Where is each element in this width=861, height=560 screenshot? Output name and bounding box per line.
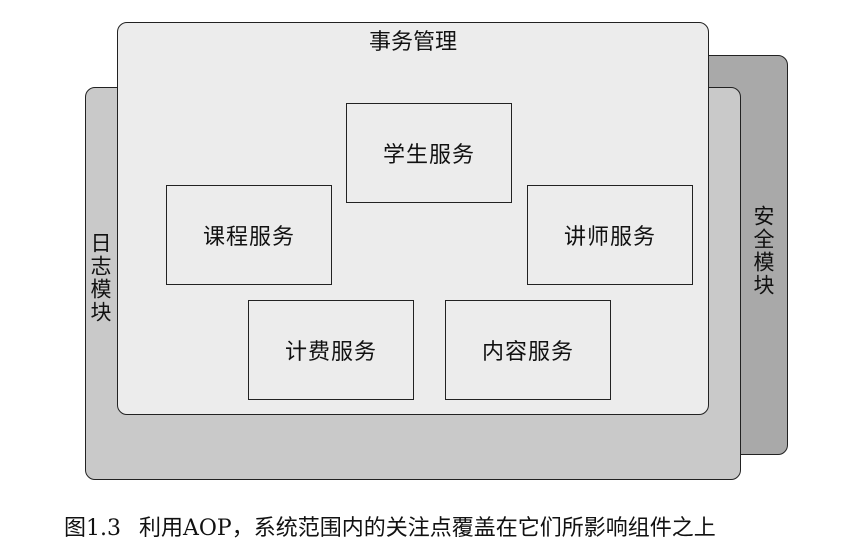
billing-service-box: 计费服务 xyxy=(248,300,414,400)
content-service-label: 内容服务 xyxy=(481,340,574,365)
course-service-label: 课程服务 xyxy=(202,225,295,250)
student-service-label: 学生服务 xyxy=(382,143,475,168)
teacher-service-label: 讲师服务 xyxy=(563,225,656,250)
billing-service-label: 计费服务 xyxy=(284,340,377,365)
figure-caption: 图1.3 利用AOP，系统范围内的关注点覆盖在它们所影响组件之上 xyxy=(64,514,716,544)
student-service-box: 学生服务 xyxy=(346,103,512,203)
course-service-box: 课程服务 xyxy=(166,185,332,285)
figure-number: 图1.3 xyxy=(64,516,121,541)
log-module-label: 日志模块 xyxy=(88,232,112,324)
caption-text: 利用AOP，系统范围内的关注点覆盖在它们所影响组件之上 xyxy=(139,516,716,541)
business-management-title: 事务管理 xyxy=(368,30,457,55)
content-service-box: 内容服务 xyxy=(445,300,611,400)
security-module-label: 安全模块 xyxy=(751,205,775,297)
teacher-service-box: 讲师服务 xyxy=(527,185,693,285)
